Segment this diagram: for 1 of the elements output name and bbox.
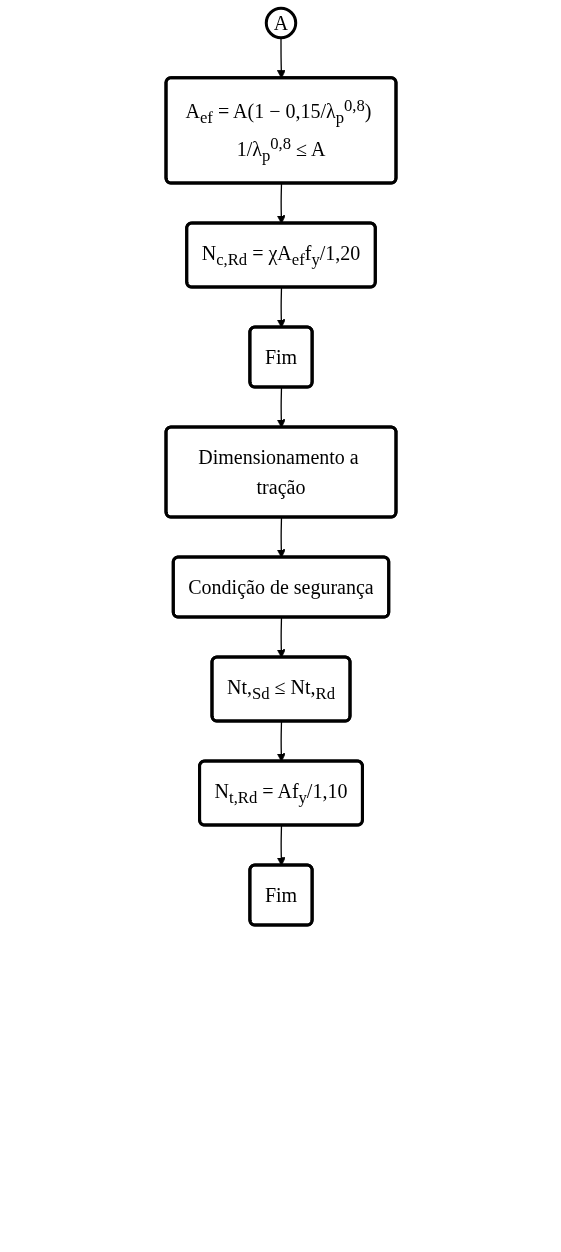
node-circle: A bbox=[264, 6, 297, 40]
